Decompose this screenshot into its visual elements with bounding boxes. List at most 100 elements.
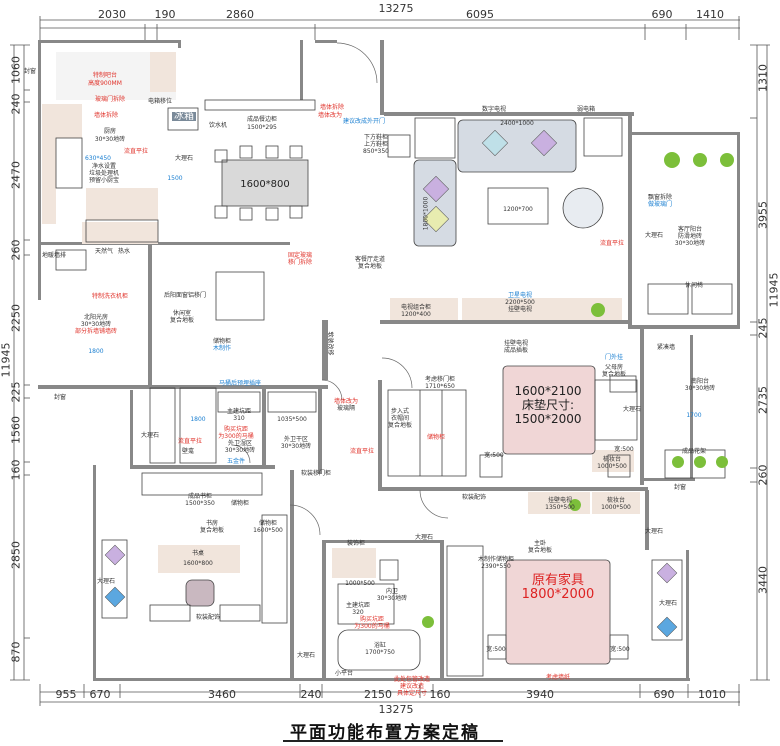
- label-balcony-floor: 30*30地砖: [674, 240, 706, 247]
- label-desk-size: 1600*800: [183, 560, 213, 567]
- label-inner-bath: 内卫: [385, 588, 399, 595]
- label-wall-change-2: 墙体改为: [333, 398, 359, 405]
- label-digital-tv: 数字电视: [481, 106, 507, 113]
- label-existing-size: 1800*2000: [521, 587, 595, 602]
- label-south-balcony: 南阳台: [690, 378, 710, 385]
- label-wall-change: 墙体改为: [317, 112, 343, 119]
- label-main-bath-3: 主建坑距: [345, 602, 371, 609]
- dim-left-9: 2850: [9, 541, 23, 569]
- label-wall-removed: 墙体拆除: [93, 112, 119, 119]
- label-light-wall: 紧凑墙: [656, 344, 676, 351]
- label-bath-tv: 卫星电视: [507, 292, 533, 299]
- dim-bottom-2: 670: [89, 688, 111, 701]
- label-shower-floor: 30*30地砖: [224, 447, 256, 454]
- label-north-floor: 30*30地砖: [80, 321, 112, 328]
- dim-bottom-9: 1010: [698, 688, 726, 701]
- label-hang-tv: 挂壁电视: [503, 340, 529, 347]
- label-walkin: 步入式: [390, 408, 410, 415]
- dim-right-2: 3955: [756, 201, 770, 229]
- label-consider: 考虑墙纸: [545, 674, 571, 681]
- label-sink: 630*450: [85, 155, 111, 162]
- dim-bottom-total: 13275: [378, 703, 414, 716]
- label-wall-window: 封窗: [53, 394, 67, 401]
- label-south-floor: 30*30地砖: [684, 385, 716, 392]
- label-wall-tv-size: 2200*500: [505, 299, 535, 306]
- label-master-floor: 复合地板: [527, 547, 553, 554]
- label-dry-area: 外卫干区: [283, 436, 309, 443]
- label-book-cab-size: 1500*350: [185, 500, 215, 507]
- label-dry-floor: 30*30地砖: [280, 443, 312, 450]
- dim-left-2: 240: [9, 93, 23, 115]
- label-meter: 热水: [117, 248, 131, 255]
- label-closet-note: 储物柜: [426, 434, 446, 441]
- label-marble-1: 大理石: [174, 155, 194, 162]
- label-soft-cab: 软装配饰: [461, 494, 487, 501]
- label-toilet-note: 购买坑距: [223, 426, 249, 433]
- label-upper-cab: 上方鞋柜: [363, 141, 389, 148]
- dim-right-6: 3440: [756, 566, 770, 594]
- label-dining-cab-size: 1500*295: [247, 124, 277, 131]
- label-hang-tv-2-size: 1350*500: [545, 504, 575, 511]
- dim-left-7: 1560: [9, 416, 23, 444]
- dim-left-total: 11945: [0, 342, 13, 378]
- dim-right-1: 1310: [756, 64, 770, 92]
- label-bed-big: 1600*2100: [514, 384, 582, 398]
- label-master: 主卧: [533, 540, 547, 547]
- dim-left-6: 225: [9, 381, 23, 403]
- label-marble-7: 大理石: [296, 652, 316, 659]
- label-washer: 特制洗衣机柜: [91, 293, 129, 300]
- label-north-note: 部分拆墙铺墙砖: [74, 328, 118, 335]
- dim-top-1: 2030: [98, 8, 126, 21]
- page-title: 平面功能布置方案定稿: [290, 723, 480, 743]
- label-tub: 浴缸: [373, 642, 387, 649]
- label-parent-room: 父母房: [604, 364, 624, 371]
- label-bed-mat: 床垫尺寸:: [521, 398, 575, 412]
- label-soft-side: 软装改移: [326, 331, 334, 356]
- dim-top-4: 6095: [466, 8, 494, 21]
- dim-bottom-1: 955: [55, 688, 77, 701]
- label-wood-cab: 木制作储物柜: [477, 556, 515, 563]
- label-desk-2-size: 1000*500: [601, 504, 631, 511]
- label-toilet-note-2: 为300的马桶: [218, 433, 254, 440]
- label-fridge-pos: 电箱移位: [147, 98, 173, 105]
- label-storage-2-size: 1600*500: [253, 527, 283, 534]
- label-bar-h: 高度900MM: [88, 80, 122, 87]
- label-door-removed-2: 移门拆除: [287, 259, 313, 266]
- label-tv-combo-size: 1200*400: [401, 311, 431, 318]
- dim-bottom-7: 3940: [526, 688, 554, 701]
- label-kitchen: 厨房: [103, 128, 117, 135]
- label-lounge: 休闲室: [172, 310, 192, 317]
- label-desk-2: 梳妆台: [606, 497, 626, 504]
- label-storage-2: 储物柜: [258, 520, 278, 527]
- label-bedside-3: 宽:500: [486, 646, 506, 653]
- label-marble-5: 大理石: [96, 578, 116, 585]
- label-door-removed: 玻璃门拆除: [94, 96, 126, 103]
- label-storage-3: 储物柜: [230, 500, 250, 507]
- dim-right-3: 245: [756, 317, 770, 339]
- label-dim-1500: 1500: [167, 175, 183, 182]
- label-inner-floor: 30*30地砖: [376, 595, 408, 602]
- dim-left-4: 260: [9, 239, 23, 261]
- label-shower: 外卫湿区: [227, 440, 253, 447]
- dim-bottom-8: 690: [653, 688, 675, 701]
- label-main-bath-4: 320: [352, 609, 364, 616]
- label-balcony-door: 后阳面窗铝移门: [163, 292, 207, 299]
- label-relocate-2: 建议改造: [399, 683, 425, 690]
- label-north-balcony: 北阳光房: [83, 314, 109, 321]
- label-marble-6: 大理石: [414, 534, 434, 541]
- label-toilet-mirror: 马桶后预埋插座: [218, 380, 262, 387]
- label-living-hall: 客餐厅走道: [354, 256, 386, 263]
- label-tub-size: 1700*750: [365, 649, 395, 656]
- label-book-cab: 成品书柜: [187, 493, 213, 500]
- label-elec-box: 弱电箱: [576, 106, 596, 113]
- label-balcony-top: 封窗: [23, 68, 37, 75]
- label-platform: 小平台: [334, 670, 354, 677]
- dim-top-3: 2860: [226, 8, 254, 21]
- dim-bottom-6: 160: [429, 688, 451, 701]
- label-door-hang: 门外挂: [604, 354, 624, 361]
- label-kitchen-item2: 垃圾处理机: [88, 170, 120, 177]
- label-kitchen-item1: 净水设置: [91, 163, 117, 170]
- label-flip-door-4: 流直平拉: [177, 438, 203, 445]
- label-anti-slip: 防滑地砖: [677, 233, 703, 240]
